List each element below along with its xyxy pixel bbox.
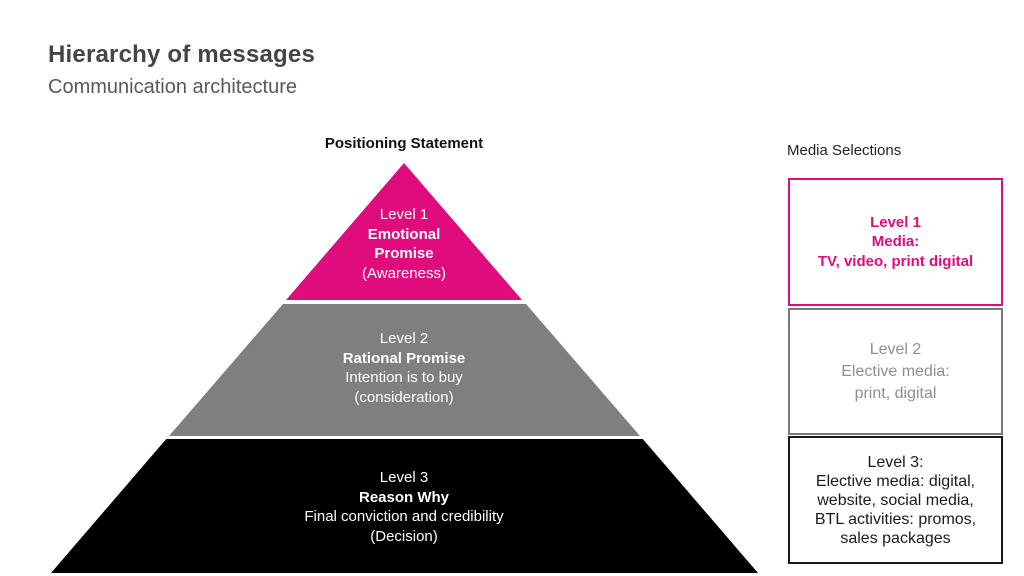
- media-selections-heading: Media Selections: [787, 142, 902, 159]
- level-2-line-3: Intention is to buy: [345, 369, 463, 386]
- media-box-1-line-2: Media:: [871, 233, 920, 251]
- level-1-line-1: Level 1: [379, 206, 429, 223]
- media-box-level-3: Level 3: Elective media: digital, websit…: [788, 436, 1003, 564]
- media-box-3-line-4: BTL activities: promos,: [814, 510, 977, 528]
- media-box-1-line-1: Level 1: [870, 213, 921, 231]
- page-subtitle: Communication architecture: [48, 76, 297, 98]
- media-box-3-line-5: sales packages: [840, 529, 951, 547]
- page-title: Hierarchy of messages: [48, 41, 316, 68]
- level-2-line-4: (consideration): [354, 388, 454, 406]
- media-box-level-1: Level 1 Media: TV, video, print digital: [788, 178, 1003, 306]
- level-2-line-2: Rational Promise: [342, 349, 466, 367]
- pyramid-level-3-shape: [51, 439, 758, 573]
- level-3-line-4: (Decision): [370, 527, 438, 545]
- media-box-level-2: Level 2 Elective media: print, digital: [788, 308, 1003, 435]
- media-box-3-line-1: Level 3:: [867, 453, 924, 471]
- media-box-2-line-1: Level 2: [869, 340, 922, 358]
- level-1-line-2: Emotional: [367, 225, 441, 243]
- media-box-2-line-3: print, digital: [854, 384, 937, 402]
- media-box-3-line-3: website, social media,: [817, 491, 974, 509]
- pyramid-level-2-text: Level 2 Rational Promise Intention is to…: [343, 329, 466, 407]
- level-3-line-1: Level 3: [379, 469, 429, 486]
- media-box-3-line-2: Elective media: digital,: [815, 472, 976, 490]
- level-2-line-1: Level 2: [379, 330, 429, 347]
- level-1-line-3: Promise: [374, 245, 434, 262]
- level-3-line-3: Final conviction and credibility: [304, 508, 504, 525]
- pyramid-level-1-text: Level 1 Emotional Promise (Awareness): [362, 205, 446, 283]
- pyramid-level-3-text: Level 3 Reason Why Final conviction and …: [304, 468, 503, 546]
- level-1-line-4: (Awareness): [362, 264, 446, 282]
- level-3-line-2: Reason Why: [358, 488, 450, 506]
- positioning-statement-label: Positioning Statement: [324, 135, 484, 152]
- media-box-1-line-3: TV, video, print digital: [817, 252, 974, 270]
- media-box-2-line-2: Elective media:: [841, 362, 950, 380]
